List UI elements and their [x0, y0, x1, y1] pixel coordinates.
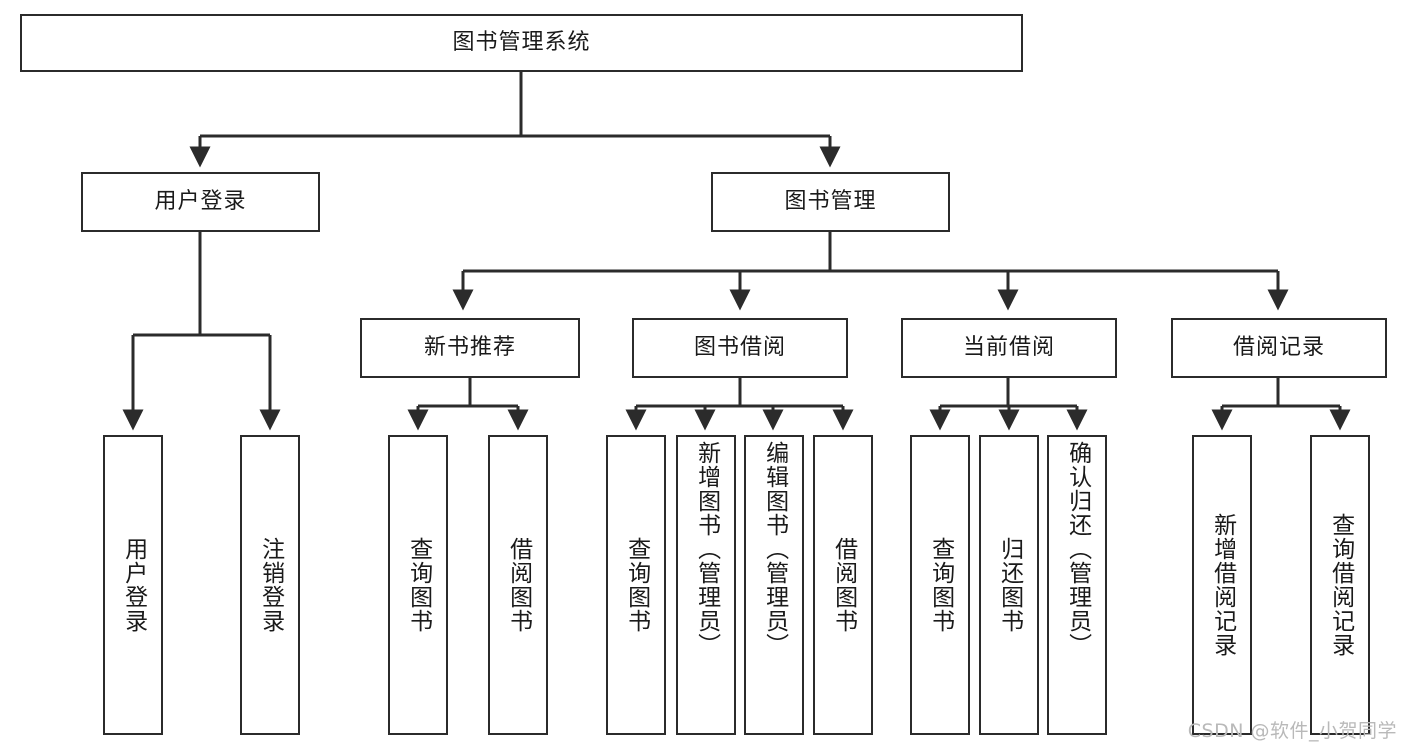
node-new-book-recommend[interactable]: 新书推荐	[360, 318, 580, 378]
leaf-return-book-label: 归还图书	[996, 537, 1023, 633]
leaf-query-book-2-label: 查询图书	[623, 537, 650, 633]
node-borrow-record[interactable]: 借阅记录	[1171, 318, 1387, 378]
leaf-query-book-3-label: 查询图书	[927, 537, 954, 633]
leaf-edit-book[interactable]: 编辑图书（管理员）	[744, 435, 804, 735]
node-borrow-record-label: 借阅记录	[1232, 334, 1325, 360]
leaf-query-book-3[interactable]: 查询图书	[910, 435, 970, 735]
node-root[interactable]: 图书管理系统	[20, 14, 1023, 72]
leaf-borrow-book-1-label: 借阅图书	[505, 537, 532, 633]
leaf-query-book-1[interactable]: 查询图书	[388, 435, 448, 735]
node-user-login[interactable]: 用户登录	[81, 172, 320, 232]
leaf-return-book[interactable]: 归还图书	[979, 435, 1039, 735]
node-current-borrow-label: 当前借阅	[962, 334, 1055, 360]
node-current-borrow[interactable]: 当前借阅	[901, 318, 1117, 378]
node-new-book-recommend-label: 新书推荐	[423, 334, 516, 360]
node-book-borrow-label: 图书借阅	[693, 334, 786, 360]
leaf-confirm-return[interactable]: 确认归还（管理员）	[1047, 435, 1107, 735]
leaf-add-record-label: 新增借阅记录	[1209, 513, 1236, 657]
leaf-user-login[interactable]: 用户登录	[103, 435, 163, 735]
node-book-manage-label: 图书管理	[784, 188, 877, 214]
leaf-query-record[interactable]: 查询借阅记录	[1310, 435, 1370, 735]
leaf-logout-login[interactable]: 注销登录	[240, 435, 300, 735]
leaf-borrow-book-2-label: 借阅图书	[830, 537, 857, 633]
leaf-logout-login-label: 注销登录	[257, 537, 284, 633]
node-user-login-label: 用户登录	[154, 188, 247, 214]
leaf-add-book[interactable]: 新增图书（管理员）	[676, 435, 736, 735]
leaf-add-record[interactable]: 新增借阅记录	[1192, 435, 1252, 735]
leaf-query-book-2[interactable]: 查询图书	[606, 435, 666, 735]
node-book-borrow[interactable]: 图书借阅	[632, 318, 848, 378]
watermark: CSDN @软件_小贺同学	[1187, 720, 1397, 742]
leaf-edit-book-label: 编辑图书（管理员）	[761, 441, 788, 657]
node-root-label: 图书管理系统	[452, 29, 591, 55]
leaf-borrow-book-1[interactable]: 借阅图书	[488, 435, 548, 735]
leaf-confirm-return-label: 确认归还（管理员）	[1064, 441, 1091, 657]
leaf-add-book-label: 新增图书（管理员）	[693, 441, 720, 657]
leaf-user-login-label: 用户登录	[120, 537, 147, 633]
leaf-query-record-label: 查询借阅记录	[1327, 513, 1354, 657]
leaf-borrow-book-2[interactable]: 借阅图书	[813, 435, 873, 735]
node-book-manage[interactable]: 图书管理	[711, 172, 950, 232]
leaf-query-book-1-label: 查询图书	[405, 537, 432, 633]
